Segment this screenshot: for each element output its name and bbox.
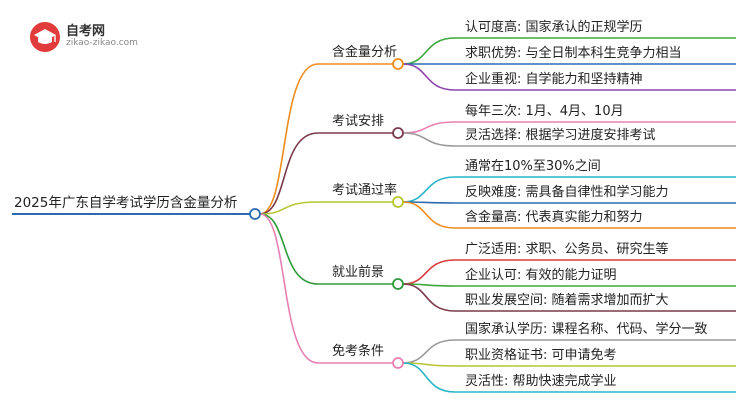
leaf-connector [402, 63, 456, 91]
leaf-connector [402, 176, 456, 203]
leaf-topic[interactable]: 职业发展空间: 随着需求增加而扩大 [465, 293, 669, 308]
logo-url: zikao-zikao.com [66, 38, 138, 48]
branch-connector [259, 213, 319, 285]
branch-node[interactable] [392, 127, 404, 139]
logo-name: 自考网 [66, 24, 106, 39]
leaf-connector [402, 259, 456, 285]
leaf-connector [402, 121, 456, 134]
leaf-connector [402, 201, 456, 229]
leaf-topic[interactable]: 灵活性: 帮助快速完成学业 [465, 374, 617, 389]
leaf-connector [402, 362, 456, 393]
branch-topic[interactable]: 含金量分析 [332, 45, 398, 60]
leaf-topic[interactable]: 通常在10%至30%之间 [465, 159, 601, 174]
leaf-topic[interactable]: 企业重视: 自学能力和坚持精神 [465, 72, 643, 87]
leaf-connector [402, 283, 456, 312]
branch-node[interactable] [392, 58, 404, 70]
leaf-topic[interactable]: 广泛适用: 求职、公务员、研究生等 [465, 242, 669, 257]
branch-topic[interactable]: 就业前景 [332, 265, 385, 280]
branch-topic[interactable]: 考试通过率 [332, 183, 398, 198]
root-topic[interactable]: 2025年广东自学考试学历含金量分析 [14, 195, 238, 211]
branch-topic[interactable]: 考试安排 [332, 114, 385, 129]
leaf-topic[interactable]: 国家承认学历: 课程名称、代码、学分一致 [465, 322, 708, 337]
leaf-topic[interactable]: 企业认可: 有效的能力证明 [465, 268, 617, 283]
root-node[interactable] [249, 208, 261, 220]
leaf-connector [402, 37, 456, 65]
leaf-topic[interactable]: 灵活选择: 根据学习进度安排考试 [465, 128, 656, 143]
leaf-topic[interactable]: 含金量高: 代表真实能力和努力 [465, 210, 643, 225]
branch-node[interactable] [392, 357, 404, 369]
leaf-topic[interactable]: 每年三次: 1月、4月、10月 [465, 104, 624, 119]
branch-node[interactable] [392, 278, 404, 290]
branch-connector [259, 132, 319, 215]
leaf-connector [402, 339, 456, 364]
branch-connector [259, 213, 319, 364]
branch-connector [259, 201, 319, 215]
leaf-topic[interactable]: 求职优势: 与全日制本科生竞争力相当 [465, 46, 682, 61]
site-logo[interactable]: 自考网 zikao-zikao.com [28, 18, 168, 58]
leaf-topic[interactable]: 职业资格证书: 可申请免考 [465, 348, 617, 363]
branch-topic[interactable]: 免考条件 [332, 344, 385, 359]
leaf-connector [402, 132, 456, 147]
leaf-topic[interactable]: 认可度高: 国家承认的正规学历 [465, 20, 643, 35]
graduation-cap-icon [30, 22, 60, 52]
leaf-topic[interactable]: 反映难度: 需具备自律性和学习能力 [465, 185, 669, 200]
branch-connector [259, 63, 319, 215]
branch-node[interactable] [392, 196, 404, 208]
